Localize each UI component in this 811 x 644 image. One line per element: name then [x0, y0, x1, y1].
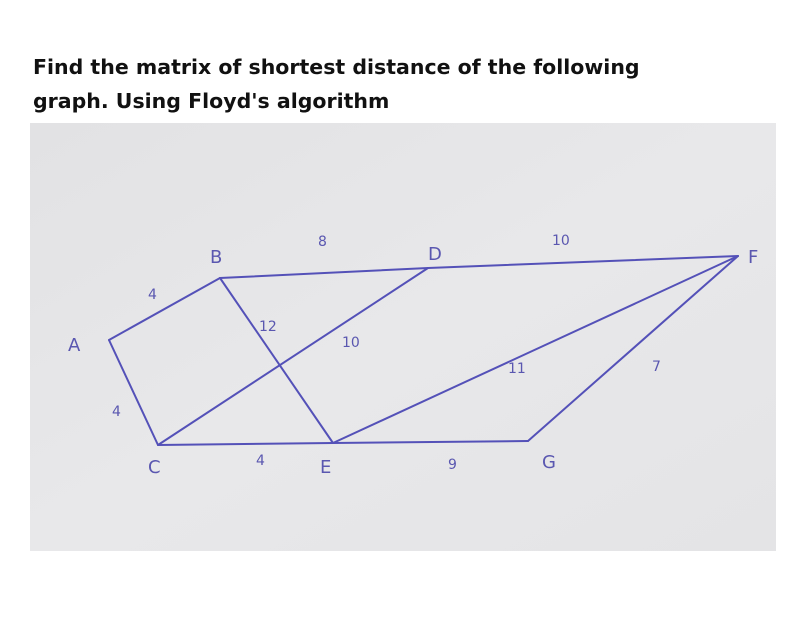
- node-label-f: F: [748, 247, 758, 268]
- weight-b-d: 8: [318, 234, 327, 250]
- weight-a-c: 4: [112, 404, 121, 420]
- edge-a-b: [108, 277, 221, 341]
- question-text: Find the matrix of shortest distance of …: [33, 50, 793, 118]
- edge-c-e: [157, 442, 334, 446]
- edge-f-g: [527, 255, 739, 442]
- graph-photo: A B C D E F G 4 4 8 10 12 10 4 9 11 7: [30, 123, 776, 551]
- weight-e-g: 9: [448, 457, 457, 473]
- question-line-1: Find the matrix of shortest distance of …: [33, 55, 640, 79]
- node-label-e: E: [320, 457, 331, 478]
- weight-a-b: 4: [148, 287, 157, 303]
- node-label-a: A: [68, 335, 81, 356]
- edge-a-c: [108, 339, 159, 446]
- edge-c-d: [157, 267, 429, 446]
- paper-background: [30, 123, 776, 551]
- node-label-d: D: [428, 244, 442, 265]
- weight-b-e: 12: [259, 319, 277, 335]
- weight-e-f: 11: [508, 361, 526, 377]
- edge-b-e: [219, 277, 334, 444]
- edge-e-f: [332, 255, 739, 444]
- weight-c-d: 10: [342, 335, 360, 351]
- edge-d-f: [427, 255, 739, 269]
- weight-d-f: 10: [552, 233, 570, 249]
- node-label-g: G: [542, 452, 556, 473]
- weight-f-g: 7: [652, 359, 661, 375]
- edge-b-d: [219, 267, 429, 279]
- weight-c-e: 4: [256, 453, 265, 469]
- graph-drawing: A B C D E F G 4 4 8 10 12 10 4 9 11 7: [30, 123, 776, 551]
- node-label-c: C: [148, 457, 161, 478]
- edge-e-g: [332, 440, 529, 444]
- question-line-2: graph. Using Floyd's algorithm: [33, 89, 390, 113]
- node-label-b: B: [210, 247, 222, 268]
